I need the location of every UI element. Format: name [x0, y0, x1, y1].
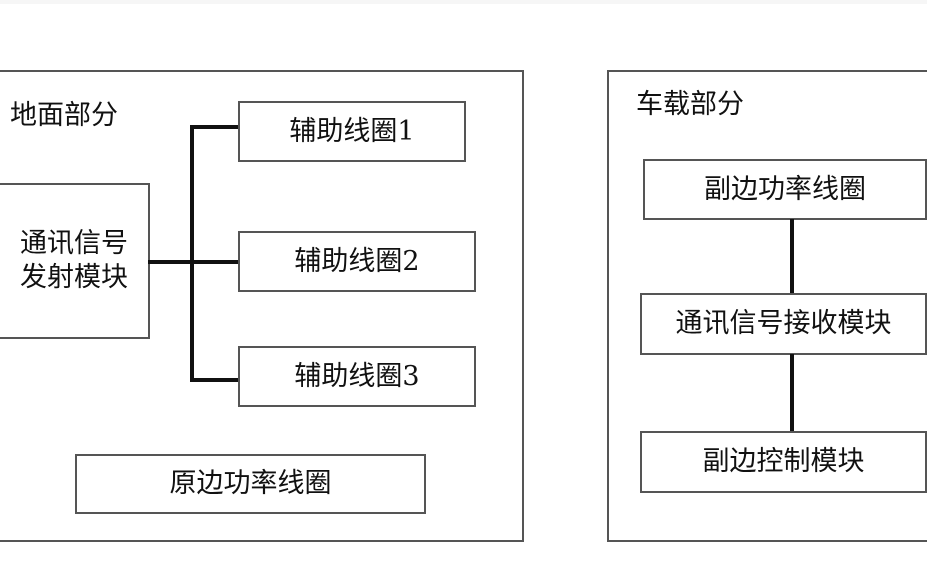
trunk-to-aux-coil-3-connector: [190, 378, 242, 382]
vehicle-panel-title: 车载部分: [636, 89, 744, 120]
trunk-to-aux-coil-1-connector: [190, 125, 242, 129]
ground-panel-title: 地面部分: [10, 100, 118, 131]
primary-power-coil: 原边功率线圈: [75, 454, 426, 514]
aux-coil-1: 辅助线圈1: [238, 101, 466, 162]
secondary-control-module: 副边控制模块: [640, 431, 927, 493]
secondary-power-coil: 副边功率线圈: [643, 159, 927, 220]
communication-signal-receiver-module: 通讯信号接收模块: [640, 293, 927, 355]
trunk-to-aux-coil-2-connector: [190, 260, 242, 264]
communication-signal-transmitter-module: 通讯信号发射模块: [0, 183, 150, 339]
top-divider: [0, 0, 927, 4]
secondary-coil-to-receiver-connector: [790, 219, 794, 294]
receiver-to-controller-connector: [790, 354, 794, 432]
transmitter-to-trunk-connector: [148, 260, 193, 264]
aux-coil-vertical-trunk: [190, 125, 194, 380]
aux-coil-2: 辅助线圈2: [238, 231, 476, 292]
aux-coil-3: 辅助线圈3: [238, 346, 476, 407]
